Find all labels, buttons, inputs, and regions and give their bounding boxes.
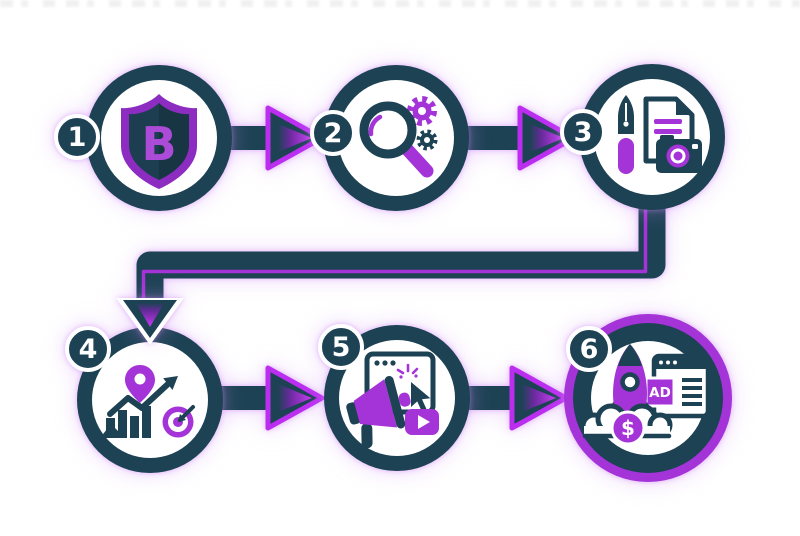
ad-label: AD bbox=[649, 385, 671, 401]
magnifier-icon bbox=[359, 101, 434, 178]
step-1-number: 1 bbox=[68, 122, 87, 153]
pen-document-camera-icon bbox=[618, 95, 702, 174]
rocket-launch-icon: AD $ bbox=[580, 344, 711, 446]
gear-small-icon bbox=[416, 129, 438, 151]
brand-monogram: B bbox=[141, 117, 176, 171]
magnifier-gears-icon bbox=[359, 96, 438, 178]
trend-arrow-icon bbox=[107, 376, 178, 417]
step-6: AD $ bbox=[564, 314, 732, 482]
step-6-number: 6 bbox=[580, 334, 599, 365]
elbow-connector bbox=[136, 196, 666, 301]
click-sparks-icon bbox=[396, 363, 419, 379]
step-5: 5 bbox=[318, 324, 470, 471]
arrow-right-icon bbox=[462, 105, 577, 171]
step-6-badge bbox=[566, 326, 612, 372]
step-2-badge bbox=[310, 110, 356, 156]
arrow-right-icon bbox=[210, 365, 325, 431]
target-icon bbox=[162, 405, 195, 438]
step-2: 2 bbox=[310, 65, 469, 211]
ad-browser-icon: AD bbox=[644, 353, 711, 419]
step-2-number: 2 bbox=[324, 118, 343, 149]
step-3: 3 bbox=[560, 64, 725, 210]
step-5-badge bbox=[318, 324, 364, 370]
dollar-coin-icon: $ bbox=[610, 410, 646, 446]
step-4-number: 4 bbox=[79, 334, 98, 365]
pen-icon bbox=[618, 95, 634, 174]
growth-chart-icon bbox=[100, 365, 195, 438]
step-3-number: 3 bbox=[574, 117, 593, 148]
arrow-right-icon bbox=[210, 105, 325, 171]
cursor-icon bbox=[411, 382, 431, 412]
step-1-badge bbox=[54, 114, 100, 160]
megaphone-icon bbox=[346, 376, 411, 449]
ads-launch-icon bbox=[346, 351, 439, 449]
arrow-down-icon bbox=[116, 298, 184, 345]
step-1: B 1 bbox=[54, 65, 232, 211]
step-4: 4 bbox=[65, 326, 223, 473]
play-button-icon bbox=[405, 409, 439, 435]
arrow-right-icon bbox=[454, 365, 569, 431]
shield-icon bbox=[121, 94, 197, 189]
step-4-badge bbox=[65, 326, 111, 372]
step-5-number: 5 bbox=[332, 332, 351, 363]
location-pin-icon bbox=[125, 365, 155, 403]
gear-large-icon bbox=[407, 96, 437, 126]
step-3-badge bbox=[560, 109, 606, 155]
coin-symbol: $ bbox=[621, 416, 635, 440]
camera-icon bbox=[656, 135, 702, 173]
